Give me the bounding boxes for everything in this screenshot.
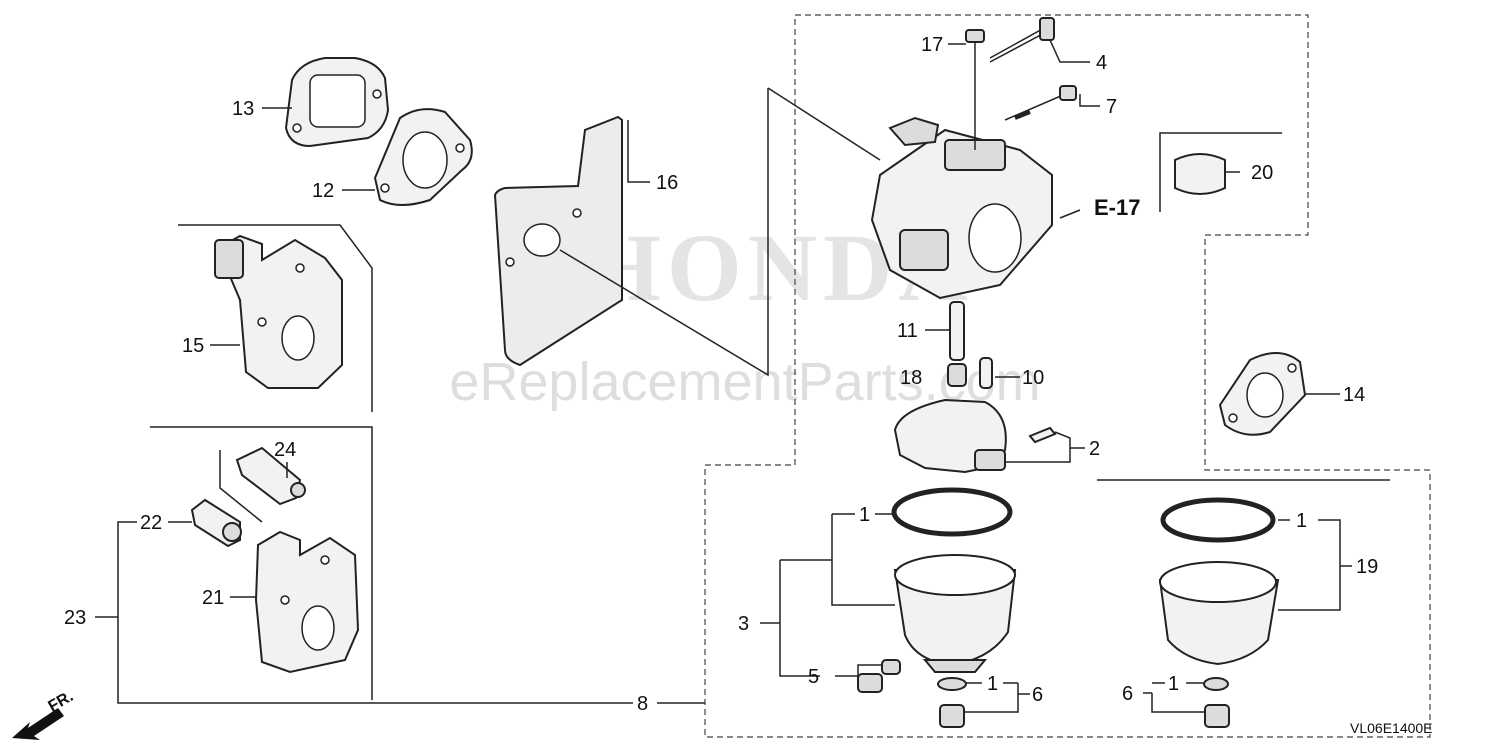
- part-16-heat-shield: [493, 115, 623, 367]
- callout-21: 21: [202, 587, 224, 609]
- part-20-cap: [1174, 153, 1226, 195]
- part-15-bracket: [214, 234, 343, 389]
- part-24-bolt: [235, 446, 306, 506]
- callout-6-carburetor: 6: [1032, 684, 1043, 706]
- callout-4: 4: [1096, 52, 1107, 74]
- part-10-pin: [979, 357, 993, 389]
- callout-24: 24: [274, 439, 296, 461]
- callout-7: 7: [1106, 96, 1117, 118]
- part-1-oring-bowl-set: [1160, 497, 1276, 543]
- frame-section-24: [219, 450, 263, 523]
- callout-1-bowl-washer: 1: [1168, 673, 1179, 695]
- callout-22: 22: [140, 512, 162, 534]
- callout-e17: E-17: [1094, 195, 1140, 220]
- callout-1-oring: 1: [859, 504, 870, 526]
- callout-17: 17: [921, 34, 943, 56]
- part-3-float-bowl: [893, 554, 1017, 673]
- part-18-jet: [947, 363, 967, 387]
- frame-section-20: [1159, 132, 1282, 212]
- callout-1-bowl-oring: 1: [1296, 510, 1307, 532]
- callout-3: 3: [738, 613, 749, 635]
- callout-12: 12: [312, 180, 334, 202]
- leader-lines: [95, 39, 1352, 713]
- callout-23: 23: [64, 607, 86, 629]
- callout-10: 10: [1022, 367, 1044, 389]
- part-14-gasket: [1218, 352, 1307, 436]
- callout-20: 20: [1251, 162, 1273, 184]
- part-21-bracket: [254, 530, 360, 674]
- callout-8: 8: [637, 693, 648, 715]
- callout-13: 13: [232, 98, 254, 120]
- callout-14: 14: [1343, 384, 1365, 406]
- callout-2: 2: [1089, 438, 1100, 460]
- callout-1-washer: 1: [987, 673, 998, 695]
- reference-code: VL06E1400E: [1350, 720, 1433, 736]
- part-1-oring-carburetor: [891, 487, 1013, 537]
- callout-18: 18: [900, 367, 922, 389]
- part-5-drain-screw: [857, 659, 901, 693]
- callout-11: 11: [897, 320, 918, 342]
- frame-section-15: [178, 224, 373, 412]
- callout-6-bowl-set: 6: [1122, 683, 1133, 705]
- frame-section-21: [150, 426, 373, 700]
- callout-15: 15: [182, 335, 204, 357]
- front-direction-arrow: [12, 708, 64, 740]
- callout-5: 5: [808, 666, 819, 688]
- float-assembly: [893, 398, 1057, 474]
- part-19-bowl-set: [1158, 561, 1280, 728]
- part-6-bowl-bolt: [937, 677, 967, 728]
- part-12-insulator: [373, 108, 473, 206]
- part-13-gasket: [284, 57, 390, 148]
- carburetor-body: [870, 17, 1077, 300]
- callout-16: 16: [656, 172, 678, 194]
- carburetor-assembly-boundary: [704, 14, 1431, 738]
- direction-label: FR.: [46, 688, 77, 716]
- callout-19: 19: [1356, 556, 1378, 578]
- part-22-fitting: [190, 498, 242, 548]
- part-11-nozzle: [949, 301, 965, 361]
